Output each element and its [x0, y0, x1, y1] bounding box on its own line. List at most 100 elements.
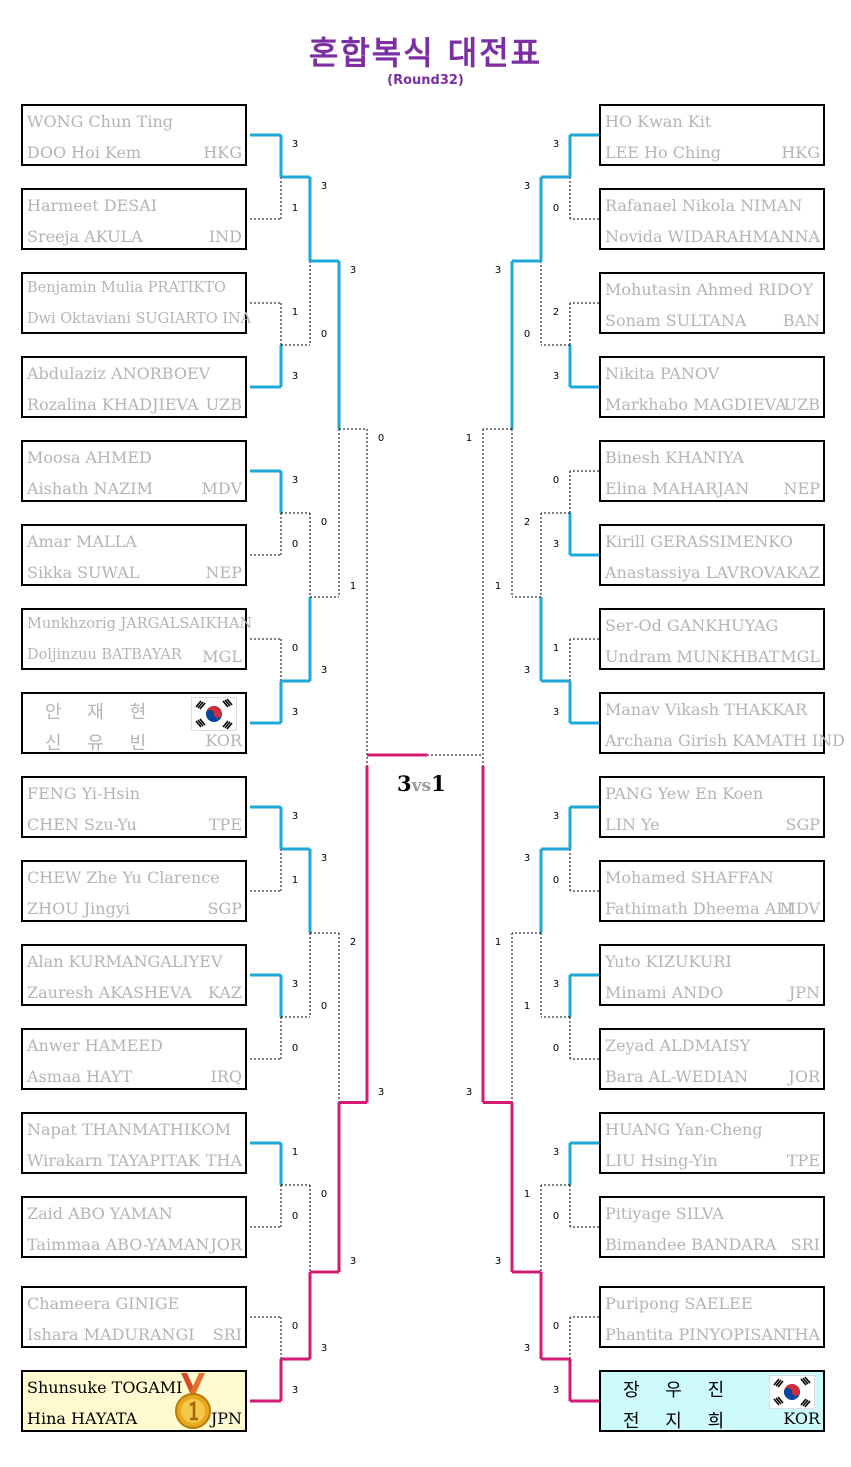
player-one-name: Puripong SAELEE	[605, 1294, 753, 1313]
right-match-score: 3	[552, 1385, 560, 1396]
right-match-score: 1	[523, 1001, 531, 1012]
left-match-score: 3	[349, 1256, 357, 1267]
player-two-name: Elina MAHARJAN	[605, 479, 750, 498]
left-match-score: 0	[291, 1321, 299, 1332]
player-two-name: Sonam SULTANA	[605, 311, 747, 330]
player-two-name: Aishath NAZIM	[27, 479, 153, 498]
player-one-name: HUANG Yan-Cheng	[605, 1120, 763, 1139]
player-two-name: Undram MUNKHBAT	[605, 647, 780, 666]
player-one-name: Zeyad ALDMAISY	[605, 1036, 751, 1055]
player-one-name: Ser-Od GANKHUYAG	[605, 616, 779, 635]
right-match-score: 3	[494, 1256, 502, 1267]
player-one-name: Rafanael Nikola NIMAN	[605, 196, 803, 215]
player-two-name: 신 유 빈	[45, 733, 157, 754]
player-one-name: Binesh KHANIYA	[605, 448, 744, 467]
player-two-name: DOO Hoi Kem	[27, 143, 142, 162]
right-match-score: 3	[523, 665, 531, 676]
left-match-score: 3	[291, 1385, 299, 1396]
player-two-name: 전 지 희	[623, 1411, 735, 1432]
country-code: NEP	[205, 563, 242, 582]
player-one-name: Yuto KIZUKURI	[605, 952, 732, 971]
country-code: INA	[788, 227, 820, 246]
right-match-score: 1	[552, 643, 560, 654]
right-match-score: 3	[465, 1086, 473, 1098]
player-one-name: Harmeet DESAI	[27, 196, 158, 215]
player-two-name: Markhabo MAGDIEVA	[605, 395, 787, 414]
player-two-name: CHEN Szu-Yu	[27, 815, 137, 834]
right-match-score: 0	[552, 1321, 560, 1332]
country-code: THA	[205, 1151, 242, 1170]
left-match-score: 0	[377, 433, 385, 444]
player-two-name: Archana Girish KAMATH IND	[605, 731, 845, 750]
player-one-name: Shunsuke TOGAMI	[27, 1378, 183, 1397]
gold-medal-icon	[173, 1373, 213, 1431]
country-code: JPN	[210, 1409, 242, 1428]
player-two-name: Taimmaa ABO-YAMAN	[27, 1235, 210, 1254]
player-two-name: Novida WIDARAHMAN	[605, 227, 795, 246]
player-one-name: Munkhzorig JARGALSAIKHAN	[27, 616, 253, 632]
right-match-score: 2	[523, 517, 531, 528]
left-match-score: 0	[320, 1001, 328, 1012]
left-match-score: 1	[291, 1147, 299, 1158]
right-match-score: 0	[523, 329, 531, 340]
final-right-score: 1	[431, 771, 446, 796]
country-code: JOR	[788, 1067, 820, 1086]
right-match-score: 3	[523, 181, 531, 192]
left-match-score: 3	[291, 707, 299, 718]
left-match-score: 0	[291, 1211, 299, 1222]
left-match-score: 3	[291, 979, 299, 990]
left-match-score: 0	[291, 1043, 299, 1054]
player-one-name: Nikita PANOV	[605, 364, 720, 383]
country-code: KOR	[205, 731, 242, 750]
player-one-name: Benjamin Mulia PRATIKTO	[27, 280, 226, 296]
country-code: UZB	[205, 395, 242, 414]
player-one-name: WONG Chun Ting	[27, 112, 174, 131]
country-code: BAN	[782, 311, 820, 330]
player-one-name: Manav Vikash THAKKAR	[605, 700, 808, 719]
player-one-name: 안 재 현	[45, 702, 157, 723]
country-code: SRI	[212, 1325, 242, 1344]
player-one-name: CHEW Zhe Yu Clarence	[27, 868, 220, 887]
player-one-name: Kirill GERASSIMENKO	[605, 532, 793, 551]
country-code: SRI	[790, 1235, 820, 1254]
player-two-name: Fathimath Dheema ALI	[605, 899, 794, 918]
left-match-score: 1	[291, 875, 299, 886]
left-match-score: 3	[320, 665, 328, 676]
right-match-score: 0	[552, 875, 560, 886]
player-two-name: Minami ANDO	[605, 983, 724, 1002]
player-two-name: Phantita PINYOPISAN	[605, 1325, 787, 1344]
player-two-name: Bara AL-WEDIAN	[605, 1067, 749, 1086]
player-one-name: Zaid ABO YAMAN	[27, 1204, 173, 1223]
player-two-name: Zauresh AKASHEVA	[27, 983, 192, 1002]
player-two-name: Doljinzuu BATBAYAR	[27, 647, 182, 663]
left-entry-box: Munkhzorig JARGALSAIKHAN Doljinzuu BATBAY…	[21, 608, 252, 670]
country-code: HKG	[203, 143, 242, 162]
right-match-score: 3	[552, 1147, 560, 1158]
player-two-name: LEE Ho Ching	[605, 143, 721, 162]
left-match-score: 3	[349, 265, 357, 276]
player-two-name: Dwi Oktaviani SUGIARTO INA	[27, 311, 252, 327]
country-code: KOR	[783, 1409, 820, 1428]
country-code: HKG	[781, 143, 820, 162]
right-match-score: 0	[552, 1043, 560, 1054]
left-match-score: 1	[349, 581, 357, 592]
country-code: IRQ	[210, 1067, 242, 1086]
player-two-name: LIN Ye	[605, 815, 660, 834]
left-match-score: 0	[291, 539, 299, 550]
right-match-score: 3	[552, 539, 560, 550]
right-match-score: 3	[552, 139, 560, 150]
player-one-name: PANG Yew En Koen	[605, 784, 764, 803]
left-match-score: 3	[320, 853, 328, 864]
